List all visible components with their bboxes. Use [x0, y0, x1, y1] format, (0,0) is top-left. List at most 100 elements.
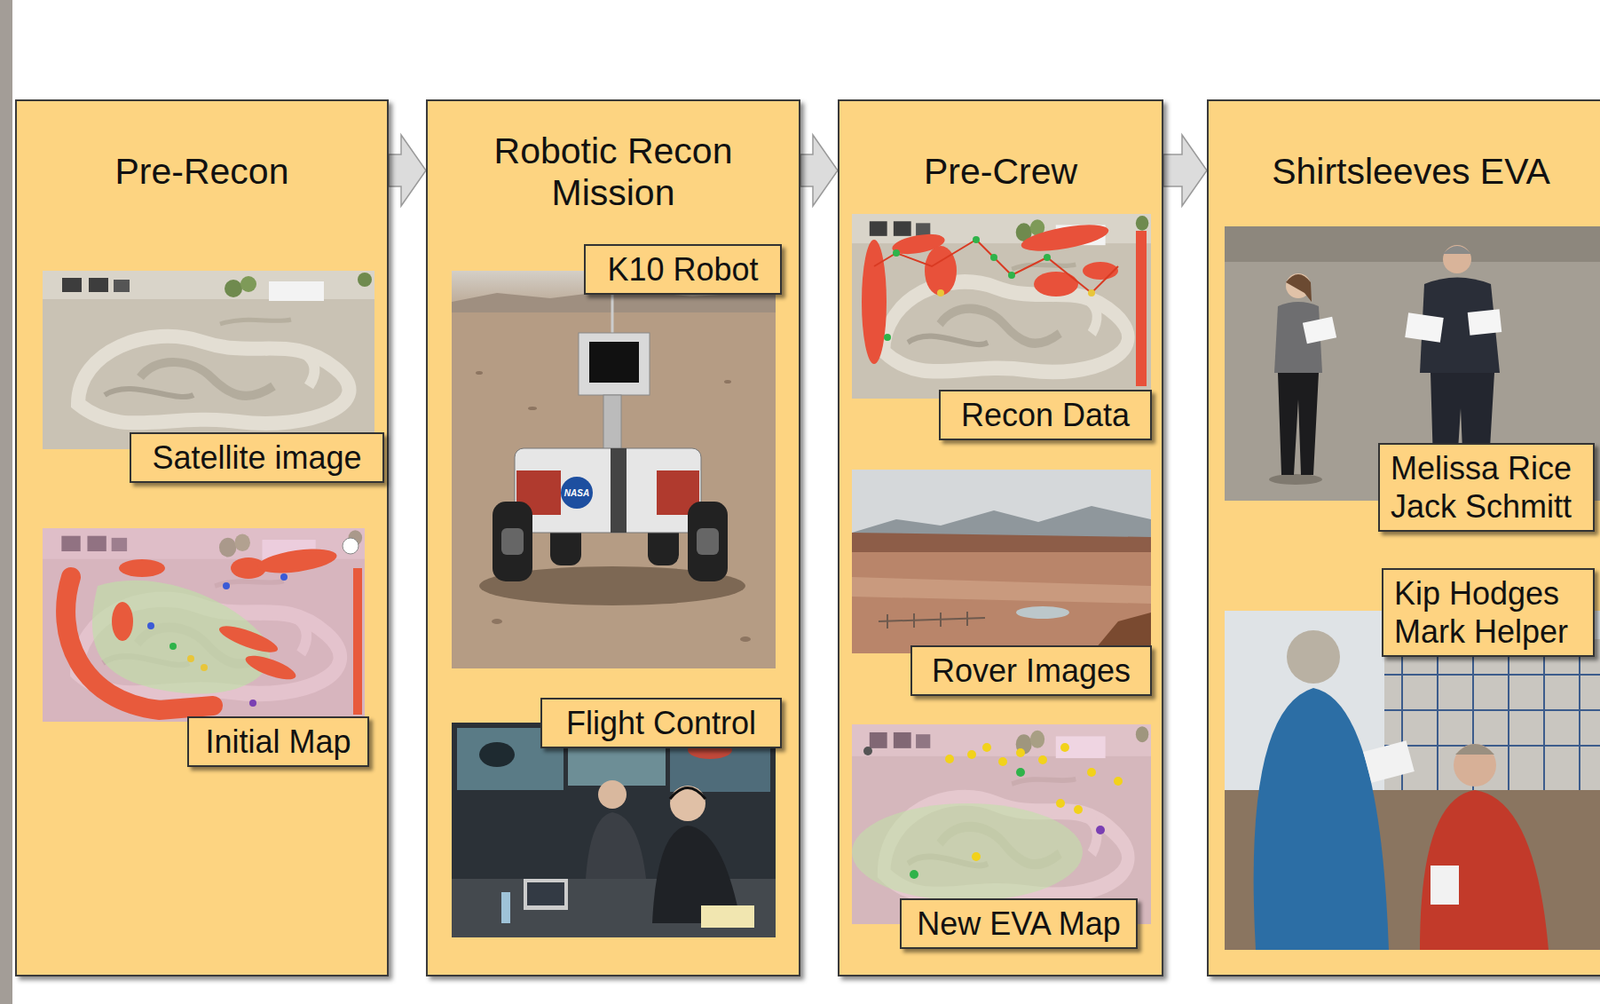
stage-panel: Pre-ReconSatellite imageInitial Map: [15, 99, 389, 977]
control-room-photo: [451, 722, 776, 938]
initial-map: [249, 699, 257, 707]
robot-photo: [696, 528, 719, 555]
site-photo: [1384, 638, 1600, 799]
panel-fill: [15, 99, 1600, 977]
initial-map: [111, 601, 134, 641]
caption-text: Melissa Rice Jack Schmitt: [1390, 449, 1583, 526]
title-area: Shirtsleeves EVA: [1208, 126, 1600, 219]
rover-photo: [851, 551, 1151, 654]
field-photo: [1277, 372, 1319, 475]
eva-map: [851, 724, 1151, 924]
control-room-photo: [669, 788, 706, 800]
initial-map: [243, 650, 300, 684]
eva-map: [1038, 755, 1048, 765]
site-photo: [1455, 743, 1495, 755]
rover-photo: [913, 613, 915, 628]
robot-photo: [740, 636, 751, 642]
recon-data-map: [937, 289, 945, 297]
control-room-photo: [669, 785, 706, 821]
caption-text: Kip Hodges Mark Helper: [1394, 574, 1583, 651]
initial-map: [65, 576, 213, 710]
recon-data-map: [1019, 219, 1112, 256]
rover-photo: [878, 617, 986, 622]
control-room-photo: [479, 741, 515, 767]
site-photo: [1419, 789, 1549, 950]
robot-photo: [528, 406, 537, 410]
initial-map: [256, 544, 339, 577]
robot-photo: [687, 501, 728, 582]
initial-map: [169, 642, 177, 650]
robot-photo: [560, 476, 593, 509]
initial-map: [353, 567, 363, 715]
caption-text: Initial Map: [199, 722, 357, 761]
initial-map: [216, 621, 281, 658]
site-photo: [1253, 687, 1389, 950]
recon-data-map: [883, 333, 891, 341]
caption-text: Flight Control: [552, 703, 770, 742]
recon-data-map: [972, 236, 980, 244]
initial-map: [200, 663, 208, 671]
stage-panel: Shirtsleeves EVA Melissa Rice Jack Schmit…: [1206, 99, 1600, 977]
robot-photo: [610, 448, 627, 533]
control-room-photo: [527, 882, 565, 906]
eva-map: [971, 851, 981, 861]
control-room-photo: [523, 878, 568, 910]
panel-fill: [1206, 99, 1600, 977]
field-photo: [1404, 312, 1444, 342]
eva-map: [1060, 742, 1070, 752]
recon-data-map: [851, 213, 1151, 399]
eva-map: [851, 724, 1151, 924]
field-photo: [1302, 316, 1337, 345]
panel-fill: [425, 99, 801, 977]
satellite-photo: [42, 270, 375, 450]
recon-data-map: [874, 239, 1119, 293]
robot-photo: [492, 501, 533, 582]
site-photo: [1224, 610, 1600, 950]
robot-photo: [451, 270, 776, 669]
initial-map: [342, 537, 359, 554]
recon-data-map: [1033, 271, 1079, 297]
flow-arrow: [388, 134, 426, 206]
caption-tag: Recon Data: [938, 389, 1152, 441]
recon-data-map: [1043, 253, 1051, 261]
caption-tag: K10 Robot: [583, 244, 782, 295]
eva-map: [982, 742, 992, 752]
caption-tag: Satellite image: [129, 432, 385, 483]
caption-tag: Kip Hodges Mark Helper: [1381, 567, 1595, 657]
panel-fill: [837, 99, 1164, 977]
caption-tag: Initial Map: [187, 716, 370, 767]
site-photo: [1363, 740, 1415, 783]
title-area: Pre-Recon: [16, 126, 387, 219]
panel-fill: [15, 99, 389, 977]
eva-map: [1095, 825, 1105, 835]
eva-map: [945, 754, 954, 764]
initial-map: [147, 622, 155, 630]
eva-map: [1016, 748, 1025, 757]
rover-photo: [966, 611, 969, 626]
robot-photo: [491, 618, 503, 624]
flow-arrow: [800, 134, 838, 206]
satellite-photo: [42, 270, 375, 450]
rover-photo: [939, 612, 942, 627]
caption-text: Satellite image: [141, 438, 372, 477]
caption-tag: Flight Control: [540, 697, 782, 749]
field-photo: [1224, 226, 1600, 262]
control-room-photo: [585, 811, 647, 879]
caption-tag: Melissa Rice Jack Schmitt: [1378, 442, 1595, 532]
recon-data-map: [892, 249, 900, 257]
robot-photo: [589, 341, 639, 383]
initial-map: [187, 654, 195, 663]
recon-data-map: [1008, 271, 1016, 279]
stage-panel: Pre-CrewRecon DataRover ImagesNew EVA Ma…: [837, 99, 1164, 977]
initial-map: [42, 528, 365, 722]
caption-text: K10 Robot: [596, 250, 770, 289]
recon-data-map: [1087, 289, 1096, 297]
flow-arrow: [1163, 134, 1207, 206]
field-photo: [1268, 473, 1323, 485]
eva-map: [1056, 798, 1065, 808]
edge-strip: [0, 0, 13, 1004]
recon-data-map: [990, 253, 998, 261]
eva-map: [1113, 776, 1123, 786]
field-photo: [1442, 245, 1472, 254]
